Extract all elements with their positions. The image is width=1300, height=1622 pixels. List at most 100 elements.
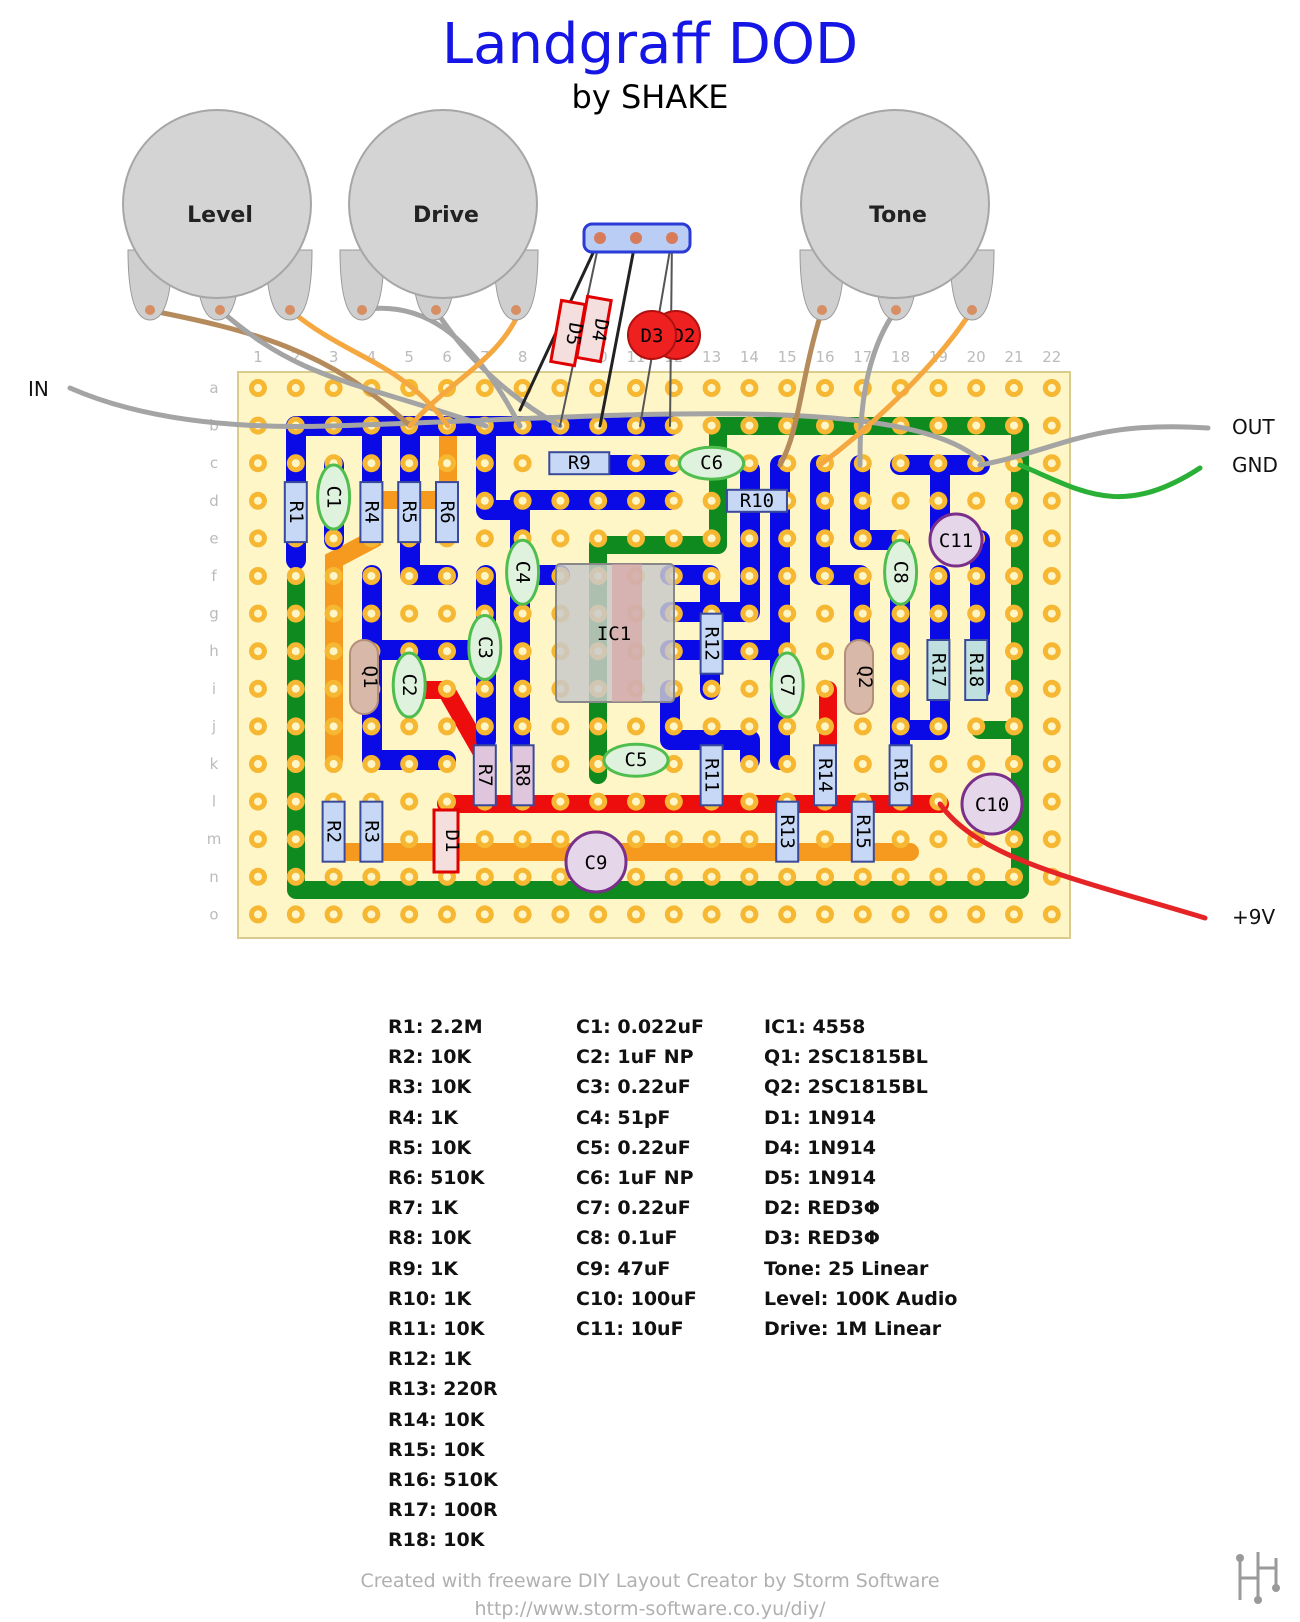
pad-hole [1010,609,1018,618]
pad-hole [858,722,867,731]
cap-c6: C6 [678,445,746,481]
ic1: IC1 [555,563,675,703]
svg-text:C8: C8 [890,561,912,584]
led-d3: D3 [627,310,677,360]
resistor-r10: R10 [725,488,788,513]
pad-hole [821,421,829,430]
part-r12: R12: 1K [388,1348,472,1371]
d2-label: D2 [673,325,696,347]
part-d1: D1: 1N914 [764,1106,876,1129]
pad-hole [745,910,754,919]
pad-hole [254,835,262,844]
pad-hole [443,647,451,656]
pad-hole [443,609,451,618]
resistor-r5: R5 [397,481,422,544]
pad-hole [783,534,792,543]
pad-hole [291,609,300,618]
part-c3: C3: 0.22uF [576,1076,691,1099]
pad-hole [556,534,565,543]
column-number: 16 [815,348,834,366]
pad-hole [972,609,981,618]
pad-hole [1047,797,1056,806]
part-r10: R10: 1K [388,1287,472,1310]
pad-hole [367,572,376,580]
footer-url[interactable]: http://www.storm-software.co.yu/diy/ [474,1598,826,1620]
pad-hole [934,872,943,881]
pad-hole [896,722,905,731]
pad-hole [405,609,414,618]
pad-hole [367,872,376,881]
pad-hole [972,910,981,919]
pad-hole [707,534,716,543]
diode-d4: D4 [575,294,613,364]
pad-hole [556,872,565,881]
pad-hole [443,572,451,580]
pad-hole [1010,760,1018,768]
svg-text:C2: C2 [398,674,420,697]
pad-hole [934,722,943,731]
pad-hole [1010,384,1018,392]
pad-hole [405,760,414,768]
pad-hole [707,384,716,392]
pad-hole [254,684,262,693]
pad-hole [669,722,678,731]
pad-hole [1010,421,1018,430]
pad-hole [707,421,716,430]
cap-c8: C8 [883,538,919,606]
pad-hole [821,384,829,392]
svg-text:R15: R15 [852,815,874,849]
pad-hole [821,496,829,505]
svg-text:C6: C6 [700,452,723,474]
pad-hole [858,872,867,881]
pad-hole [480,496,489,505]
part-d4: D4: 1N914 [764,1136,876,1159]
pad-hole [518,722,527,731]
row-letter: b [209,417,219,435]
resistor-r9: R9 [548,451,611,476]
pad-hole [556,722,565,731]
pad-hole [291,384,300,392]
pad-hole [1010,835,1018,844]
pad-hole [669,384,678,392]
pad-hole [669,910,678,919]
pad-hole [1047,421,1056,430]
diode-d5: D5 [549,298,587,368]
svg-text:R7: R7 [474,764,496,787]
pad-hole [405,910,414,919]
pad-hole [329,684,338,693]
part-r6: R6: 510K [388,1167,485,1190]
part-q1: Q1: 2SC1815BL [764,1046,928,1069]
part-r16: R16: 510K [388,1469,498,1492]
pad-hole [405,835,414,844]
parts-list-capacitors: C1: 0.022uF C2: 1uF NP C3: 0.22uF C4: 51… [576,1012,704,1344]
pad-hole [745,760,754,768]
svg-text:R16: R16 [890,758,912,792]
parts-list-resistors: R1: 2.2M R2: 10K R3: 10K R4: 1K R5: 10K … [388,1012,498,1556]
pad-hole [1010,572,1018,580]
pad-hole [1047,534,1056,543]
pad-hole [783,910,792,919]
pad-hole [858,496,867,505]
pad-hole [1047,384,1056,392]
pad-hole [821,572,829,580]
pad-hole [518,910,527,919]
pad-hole [443,722,451,731]
pad-hole [518,872,527,881]
pad-hole [405,572,414,580]
pad-hole [745,722,754,731]
pad-hole [480,722,489,731]
svg-text:R3: R3 [360,820,382,843]
pad-hole [896,496,905,505]
pad-hole [291,684,300,693]
pad-hole [1010,534,1018,543]
column-number: 5 [404,348,414,366]
pad-hole [291,572,300,580]
part-ic1: IC1: 4558 [764,1016,866,1038]
svg-text:C4: C4 [512,561,534,584]
pad-hole [745,797,754,806]
pad-hole [329,534,338,543]
pad-hole [518,609,527,618]
pad-hole [934,609,943,618]
column-number: 18 [891,348,910,366]
